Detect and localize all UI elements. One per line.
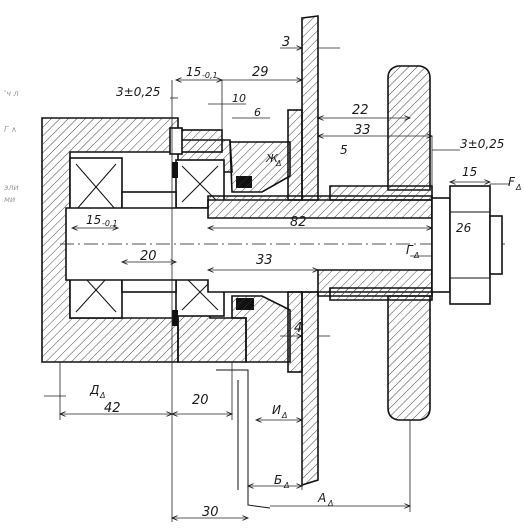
margin-note-2: Γ ∧ <box>4 125 17 134</box>
label-I: И <box>272 403 281 417</box>
dim-15-right: 15 <box>462 165 477 179</box>
nut <box>431 185 503 305</box>
dim-42: 42 <box>104 401 121 416</box>
label-G-sub: Δ <box>413 251 419 260</box>
dim-15-top-sub: -0,1 <box>202 71 218 80</box>
dim-3-025-right: 3±0,25 <box>460 137 504 151</box>
dimensions <box>44 48 510 522</box>
label-Zh-sub: Δ <box>275 159 281 168</box>
label-Zh: Ж <box>265 152 279 165</box>
dim-15-top: 15 <box>186 65 201 79</box>
dim-20-inner: 20 <box>140 249 157 264</box>
gear <box>329 65 433 421</box>
label-G: Г <box>406 243 414 257</box>
label-A-sub: Δ <box>327 499 333 508</box>
bracket <box>216 369 271 509</box>
margin-note-3: эли <box>4 183 19 192</box>
dim-3-025-left: 3±0,25 <box>116 85 160 99</box>
sprocket-plate <box>287 15 319 487</box>
label-D-sub: Δ <box>99 391 105 400</box>
dim-6: 6 <box>254 106 261 119</box>
dim-15-inner: 15 <box>86 213 101 227</box>
dim-3-top: 3 <box>282 35 290 50</box>
dim-20-bottom: 20 <box>192 393 209 408</box>
dim-33-top: 33 <box>354 123 371 138</box>
bolt <box>169 127 223 155</box>
cover <box>229 141 291 363</box>
label-F-sub: Δ <box>515 183 521 192</box>
dim-30: 30 <box>202 505 219 520</box>
dim-4: 4 <box>294 321 302 336</box>
label-A: А <box>317 491 326 505</box>
margin-note-4: ми <box>4 195 15 204</box>
dim-82: 82 <box>290 215 307 230</box>
dim-15-inner-sub: -0,1 <box>102 219 118 228</box>
margin-note-1: 'ч л <box>4 89 19 98</box>
dim-26: 26 <box>456 221 472 235</box>
label-B: Б <box>274 473 282 487</box>
dim-10: 10 <box>232 92 246 105</box>
dim-5: 5 <box>340 143 348 157</box>
margin-notes: 'ч л Γ ∧ эли ми <box>4 89 19 204</box>
dim-33-mid: 33 <box>256 253 273 268</box>
label-F: F <box>508 175 516 189</box>
label-D: Д <box>89 383 99 397</box>
dim-29: 29 <box>252 65 269 80</box>
label-I-sub: Δ <box>281 411 287 420</box>
dim-22: 22 <box>352 103 369 118</box>
dimension-labels: 3 15 -0,1 29 3±0,25 10 6 22 33 3±0,25 15… <box>86 35 521 520</box>
label-B-sub: Δ <box>283 481 289 490</box>
